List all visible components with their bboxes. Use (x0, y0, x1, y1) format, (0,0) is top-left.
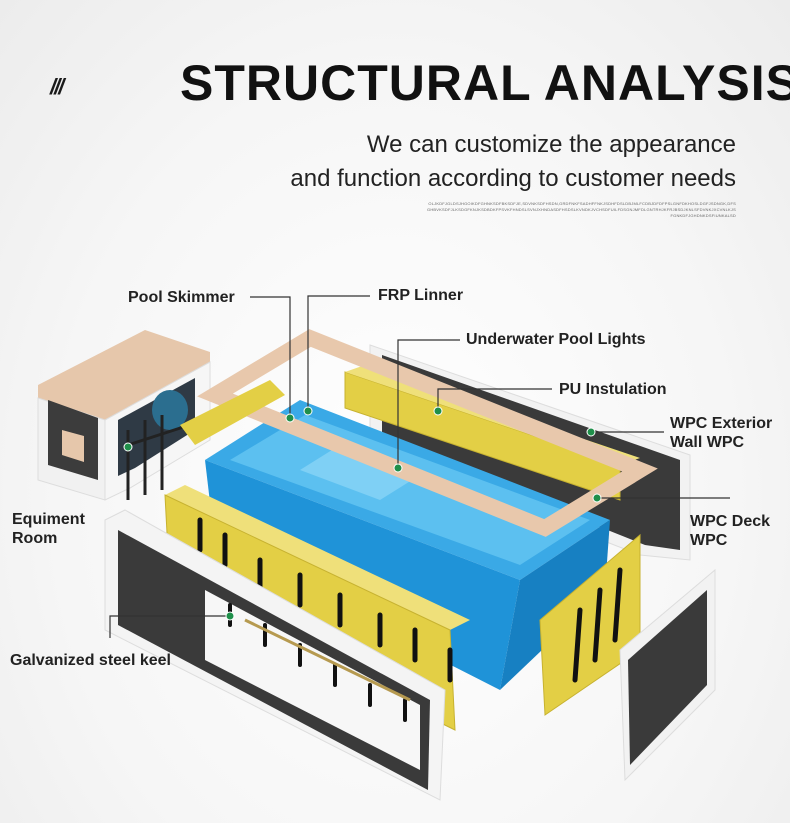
label-wpc-exterior-line-2: Wall WPC (670, 434, 745, 451)
wpc-exterior-wall-front (104, 509, 446, 801)
marker-dots (123, 406, 602, 621)
page-title: STRUCTURAL ANALYSIS (180, 55, 790, 111)
galvanized-steel-keel (197, 517, 623, 683)
label-wpc-exterior-line-1: WPC Exterior (670, 415, 773, 432)
label-steel-keel: Galvanized steel keel (10, 652, 171, 669)
label-equipment-room-line-2: Room (12, 530, 58, 547)
leader-pool-skimmer (250, 296, 291, 418)
subtitle-line-1: We can customize the appearance (366, 131, 736, 158)
marker-wpc-deck (592, 493, 602, 503)
label-frp-liner: FRP Linner (378, 287, 464, 304)
marker-pu-insulation (433, 406, 443, 416)
callout-lines (109, 295, 730, 638)
marker-underwater-lights (393, 463, 403, 473)
label-wpc-deck-line-2: WPC (690, 532, 728, 549)
marker-frp-liner (303, 406, 313, 416)
wpc-deck-frame (197, 329, 658, 537)
decorative-slashes: /// (50, 74, 64, 99)
equipment-room (37, 330, 211, 501)
leader-underwater-lights (397, 339, 460, 468)
marker-pool-skimmer (285, 413, 295, 423)
label-wpc-exterior: WPC Exterior Wall WPC (670, 414, 772, 452)
label-equipment-room-line-1: Equiment (12, 511, 85, 528)
label-wpc-deck: WPC Deck WPC (690, 512, 770, 550)
leader-pu-insulation (437, 388, 552, 411)
marker-steel-keel (225, 611, 235, 621)
label-underwater-lights: Underwater Pool Lights (466, 331, 646, 348)
label-pool-skimmer: Pool Skimmer (128, 289, 235, 306)
marker-wpc-exterior (586, 427, 596, 437)
subtitle: We can customize the appearance and func… (290, 128, 736, 196)
label-equipment-room: Equiment Room (12, 510, 85, 548)
label-pu-insulation: PU Instulation (559, 381, 667, 398)
leader-steel-keel (109, 615, 230, 638)
subtitle-line-2: and function according to customer needs (290, 165, 736, 192)
wpc-exterior-wall-right (619, 568, 716, 782)
label-wpc-deck-line-1: WPC Deck (690, 513, 771, 530)
leader-frp-liner (307, 295, 370, 411)
marker-equipment-room (123, 442, 133, 452)
fine-print-text: OLJKDFJGLDSJHGOIKDFGHNKSDFBKSDFJE,SDVNKS… (427, 201, 736, 218)
